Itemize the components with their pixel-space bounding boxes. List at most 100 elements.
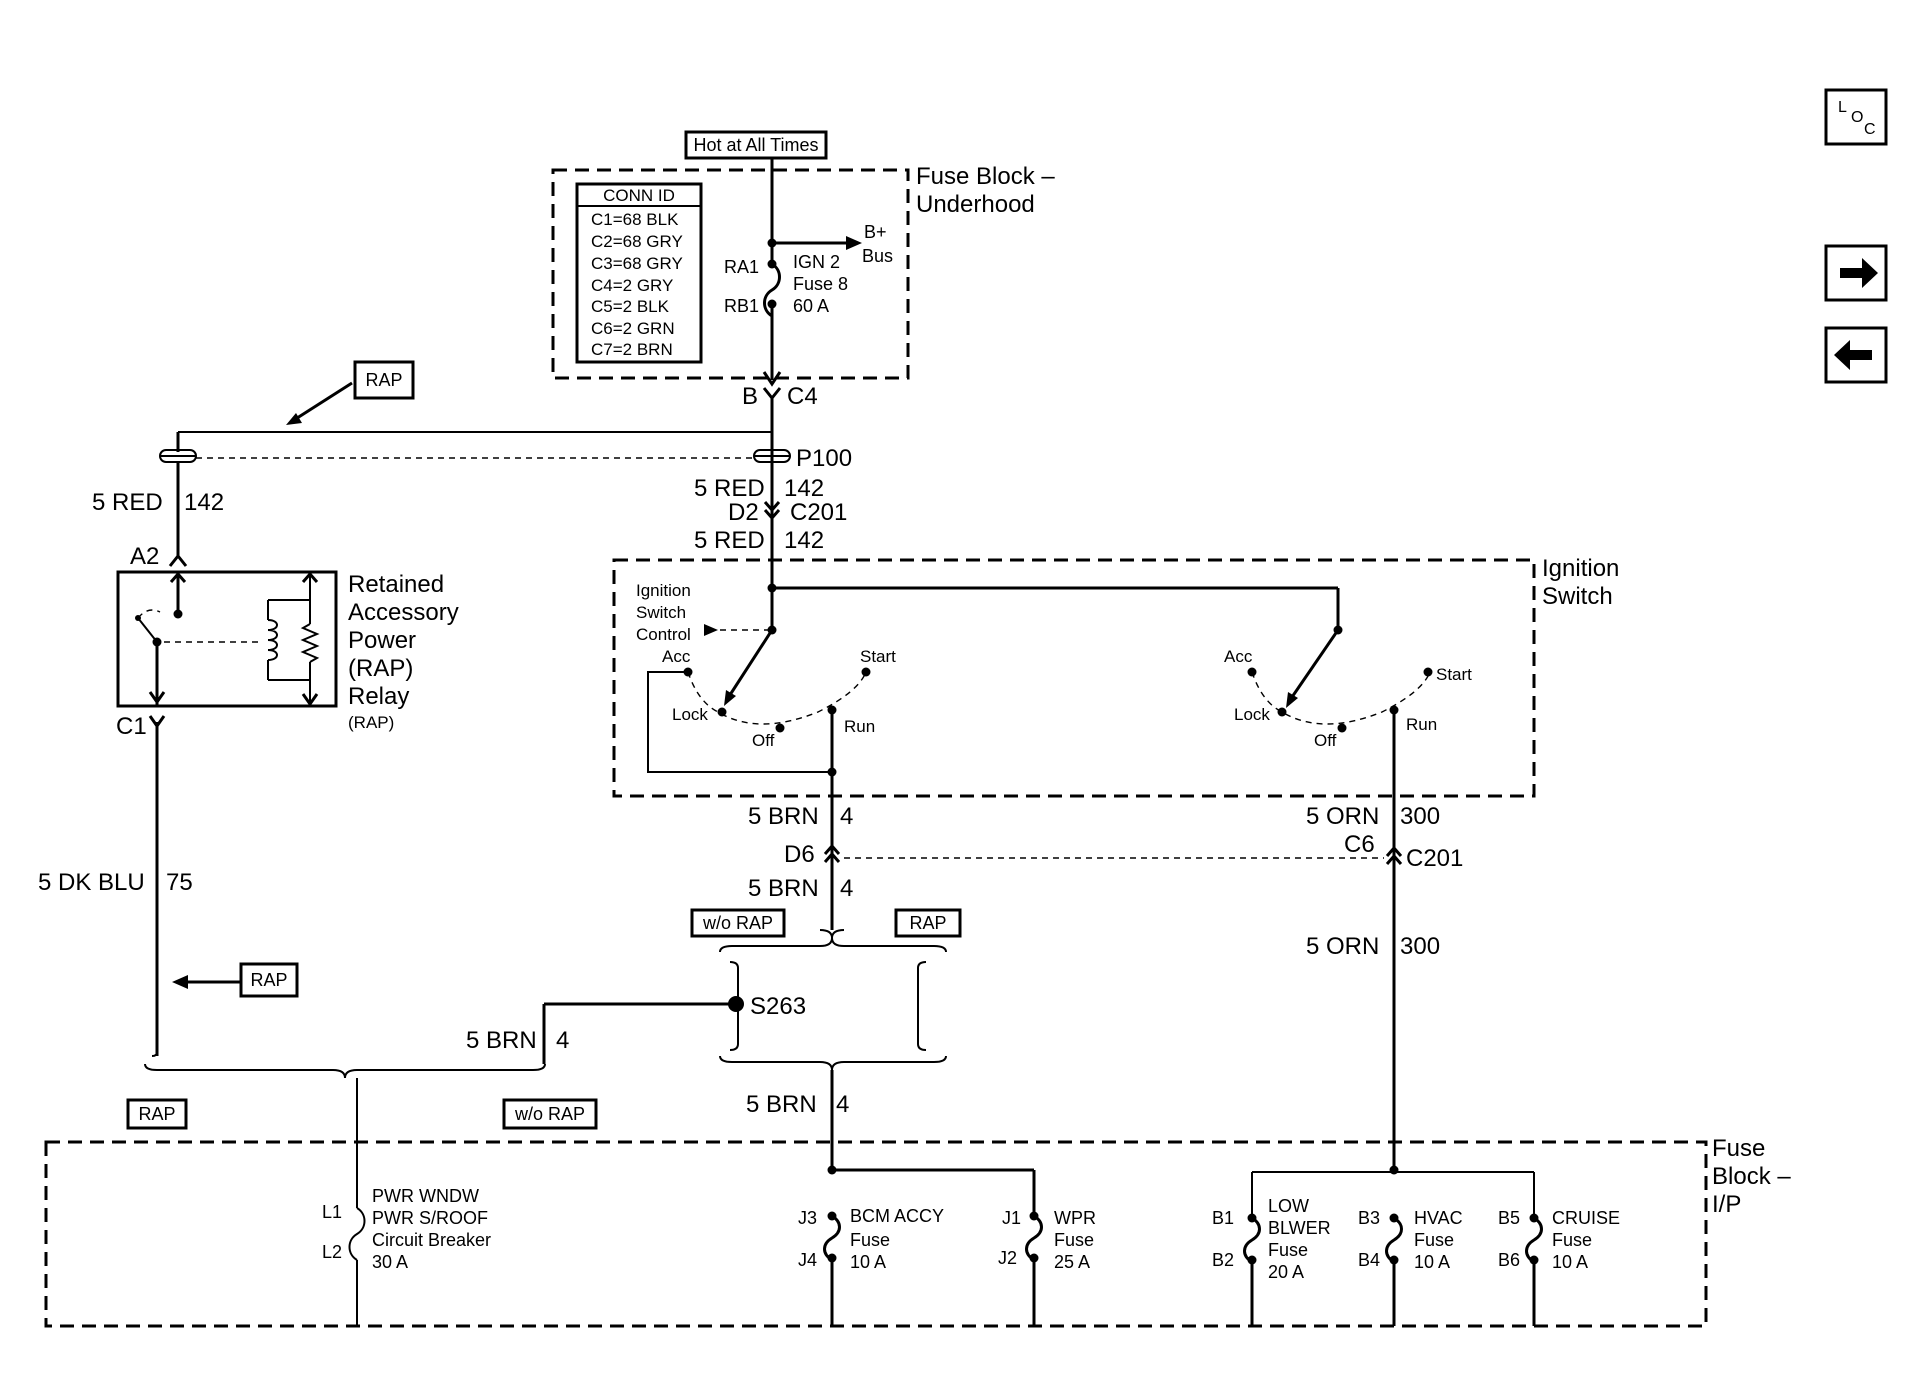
- l1-pin-label: L1: [322, 1202, 342, 1222]
- rap-reference-left[interactable]: RAP: [239, 962, 299, 998]
- hot-at-all-times-label: Hot at All Times: [684, 130, 828, 160]
- wire-number-4-c: 4: [556, 1027, 569, 1054]
- b1-pin-label: B1: [1212, 1208, 1234, 1228]
- c6-pin-label: C6: [1344, 831, 1375, 858]
- wire-label-5-orn-a: 5 ORN: [1306, 803, 1379, 830]
- bcm-accy-fuse-rating: 10 A: [850, 1252, 886, 1272]
- wire-label-5-brn-a: 5 BRN: [748, 803, 819, 830]
- ign2-fuse-number: Fuse 8: [793, 274, 848, 294]
- svg-text:C4=2 GRY: C4=2 GRY: [591, 276, 673, 295]
- prev-page-button[interactable]: [1824, 326, 1888, 384]
- b3-pin-label: B3: [1358, 1208, 1380, 1228]
- wire-number-75: 75: [166, 869, 193, 896]
- wire-label-5-brn-b: 5 BRN: [748, 875, 819, 902]
- start-label-left: Start: [860, 647, 896, 666]
- wpr-fuse-rating: 25 A: [1054, 1252, 1090, 1272]
- wire-label-5-orn-b: 5 ORN: [1306, 933, 1379, 960]
- wo-rap-option-bottom[interactable]: w/o RAP: [502, 1098, 598, 1130]
- svg-text:RAP: RAP: [250, 970, 287, 990]
- bus-label: Bus: [862, 246, 893, 266]
- c4-connector-label: C4: [787, 383, 818, 410]
- cruise-fuse-type: Fuse: [1552, 1230, 1592, 1250]
- cruise-fuse-symbol: [1525, 1216, 1543, 1264]
- svg-text:C6=2 GRN: C6=2 GRN: [591, 319, 675, 338]
- fuse-block-underhood-subtitle: Underhood: [916, 191, 1035, 218]
- ignition-switch-outline: [612, 558, 1536, 798]
- rap-reference-top[interactable]: RAP: [353, 360, 415, 400]
- wpr-fuse-symbol: [1025, 1214, 1043, 1262]
- ignition-switch-title-1: Ignition: [1542, 555, 1619, 582]
- arrow-right-icon: [1840, 258, 1878, 288]
- p100-connector-right: [753, 449, 791, 463]
- rap-option-bottom[interactable]: RAP: [126, 1098, 188, 1130]
- wire-number-300-b: 300: [1400, 933, 1440, 960]
- rap-relay-box: [116, 570, 338, 708]
- wire-number-142-b: 142: [784, 527, 824, 554]
- svg-text:C2=68 GRY: C2=68 GRY: [591, 232, 683, 251]
- ign2-fuse-rating: 60 A: [793, 296, 829, 316]
- wpr-fuse-name: WPR: [1054, 1208, 1096, 1228]
- lock-label-left: Lock: [672, 705, 708, 724]
- svg-text:C7=2 BRN: C7=2 BRN: [591, 340, 673, 359]
- acc-label-right: Acc: [1224, 647, 1253, 666]
- wire-number-4-b: 4: [840, 875, 853, 902]
- rap-relay-name-2: Accessory: [348, 599, 459, 626]
- svg-text:L: L: [1838, 99, 1847, 116]
- svg-text:C: C: [1864, 121, 1876, 138]
- rap-option-top[interactable]: RAP: [894, 908, 962, 938]
- wire-label-5-brn-c: 5 BRN: [466, 1027, 537, 1054]
- acc-label-left: Acc: [662, 647, 691, 666]
- ignition-switch-control-1: Ignition: [636, 581, 691, 600]
- wire-label-5-dk-blu: 5 DK BLU: [38, 869, 145, 896]
- svg-text:RAP: RAP: [365, 370, 402, 390]
- next-page-button[interactable]: [1824, 244, 1888, 302]
- b-plus-label: B+: [864, 222, 887, 242]
- a2-pin-label: A2: [130, 543, 159, 570]
- rb1-label: RB1: [724, 296, 759, 316]
- wire-label-5-red-a: 5 RED: [694, 475, 765, 502]
- wo-rap-option-top[interactable]: w/o RAP: [690, 908, 786, 938]
- b6-pin-label: B6: [1498, 1250, 1520, 1270]
- j2-pin-label: J2: [998, 1248, 1017, 1268]
- low-blwer-fuse-name-2: BLWER: [1268, 1218, 1331, 1238]
- p100-label: P100: [796, 445, 852, 472]
- svg-text:w/o RAP: w/o RAP: [702, 913, 773, 933]
- off-label-left: Off: [752, 731, 775, 750]
- ignition-switch-title-2: Switch: [1542, 583, 1613, 610]
- loc-button[interactable]: L O C: [1824, 88, 1888, 146]
- svg-text:RAP: RAP: [138, 1104, 175, 1124]
- fuse-block-underhood-title: Fuse Block –: [916, 163, 1055, 190]
- pwr-breaker-name-2: PWR S/ROOF: [372, 1208, 488, 1228]
- wire-label-5-brn-d: 5 BRN: [746, 1091, 817, 1118]
- pwr-breaker-rating: 30 A: [372, 1252, 408, 1272]
- hvac-fuse-type: Fuse: [1414, 1230, 1454, 1250]
- rap-relay-name-5: Relay: [348, 683, 409, 710]
- run-label-right: Run: [1406, 715, 1437, 734]
- wire-label-5-red-b: 5 RED: [694, 527, 765, 554]
- pwr-breaker-name-1: PWR WNDW: [372, 1186, 479, 1206]
- svg-text:C3=68 GRY: C3=68 GRY: [591, 254, 683, 273]
- svg-text:C5=2 BLK: C5=2 BLK: [591, 297, 670, 316]
- low-blwer-fuse-type: Fuse: [1268, 1240, 1308, 1260]
- svg-text:C1=68 BLK: C1=68 BLK: [591, 210, 679, 229]
- low-blwer-fuse-rating: 20 A: [1268, 1262, 1304, 1282]
- svg-text:O: O: [1851, 109, 1863, 126]
- svg-text:RAP: RAP: [909, 913, 946, 933]
- bcm-accy-fuse-type: Fuse: [850, 1230, 890, 1250]
- b-pin-label: B: [742, 383, 758, 410]
- c1-connector-label: C1: [116, 713, 147, 740]
- fuse-block-ip-title-1: Fuse: [1712, 1135, 1765, 1162]
- cruise-fuse-rating: 10 A: [1552, 1252, 1588, 1272]
- bcm-accy-fuse-name: BCM ACCY: [850, 1206, 944, 1226]
- low-blwer-fuse-name-1: LOW: [1268, 1196, 1309, 1216]
- j4-pin-label: J4: [798, 1250, 817, 1270]
- run-label-left: Run: [844, 717, 875, 736]
- fuse-block-ip-title-3: I/P: [1712, 1191, 1741, 1218]
- c201-connector-label-mid: C201: [1406, 845, 1463, 872]
- fuse-block-underhood-outline: [551, 168, 910, 380]
- wire-number-142-a: 142: [784, 475, 824, 502]
- c201-connector-label-top: C201: [790, 499, 847, 526]
- wire-label-5-red-left: 5 RED: [92, 489, 163, 516]
- j3-pin-label: J3: [798, 1208, 817, 1228]
- wire-number-4-d: 4: [836, 1091, 849, 1118]
